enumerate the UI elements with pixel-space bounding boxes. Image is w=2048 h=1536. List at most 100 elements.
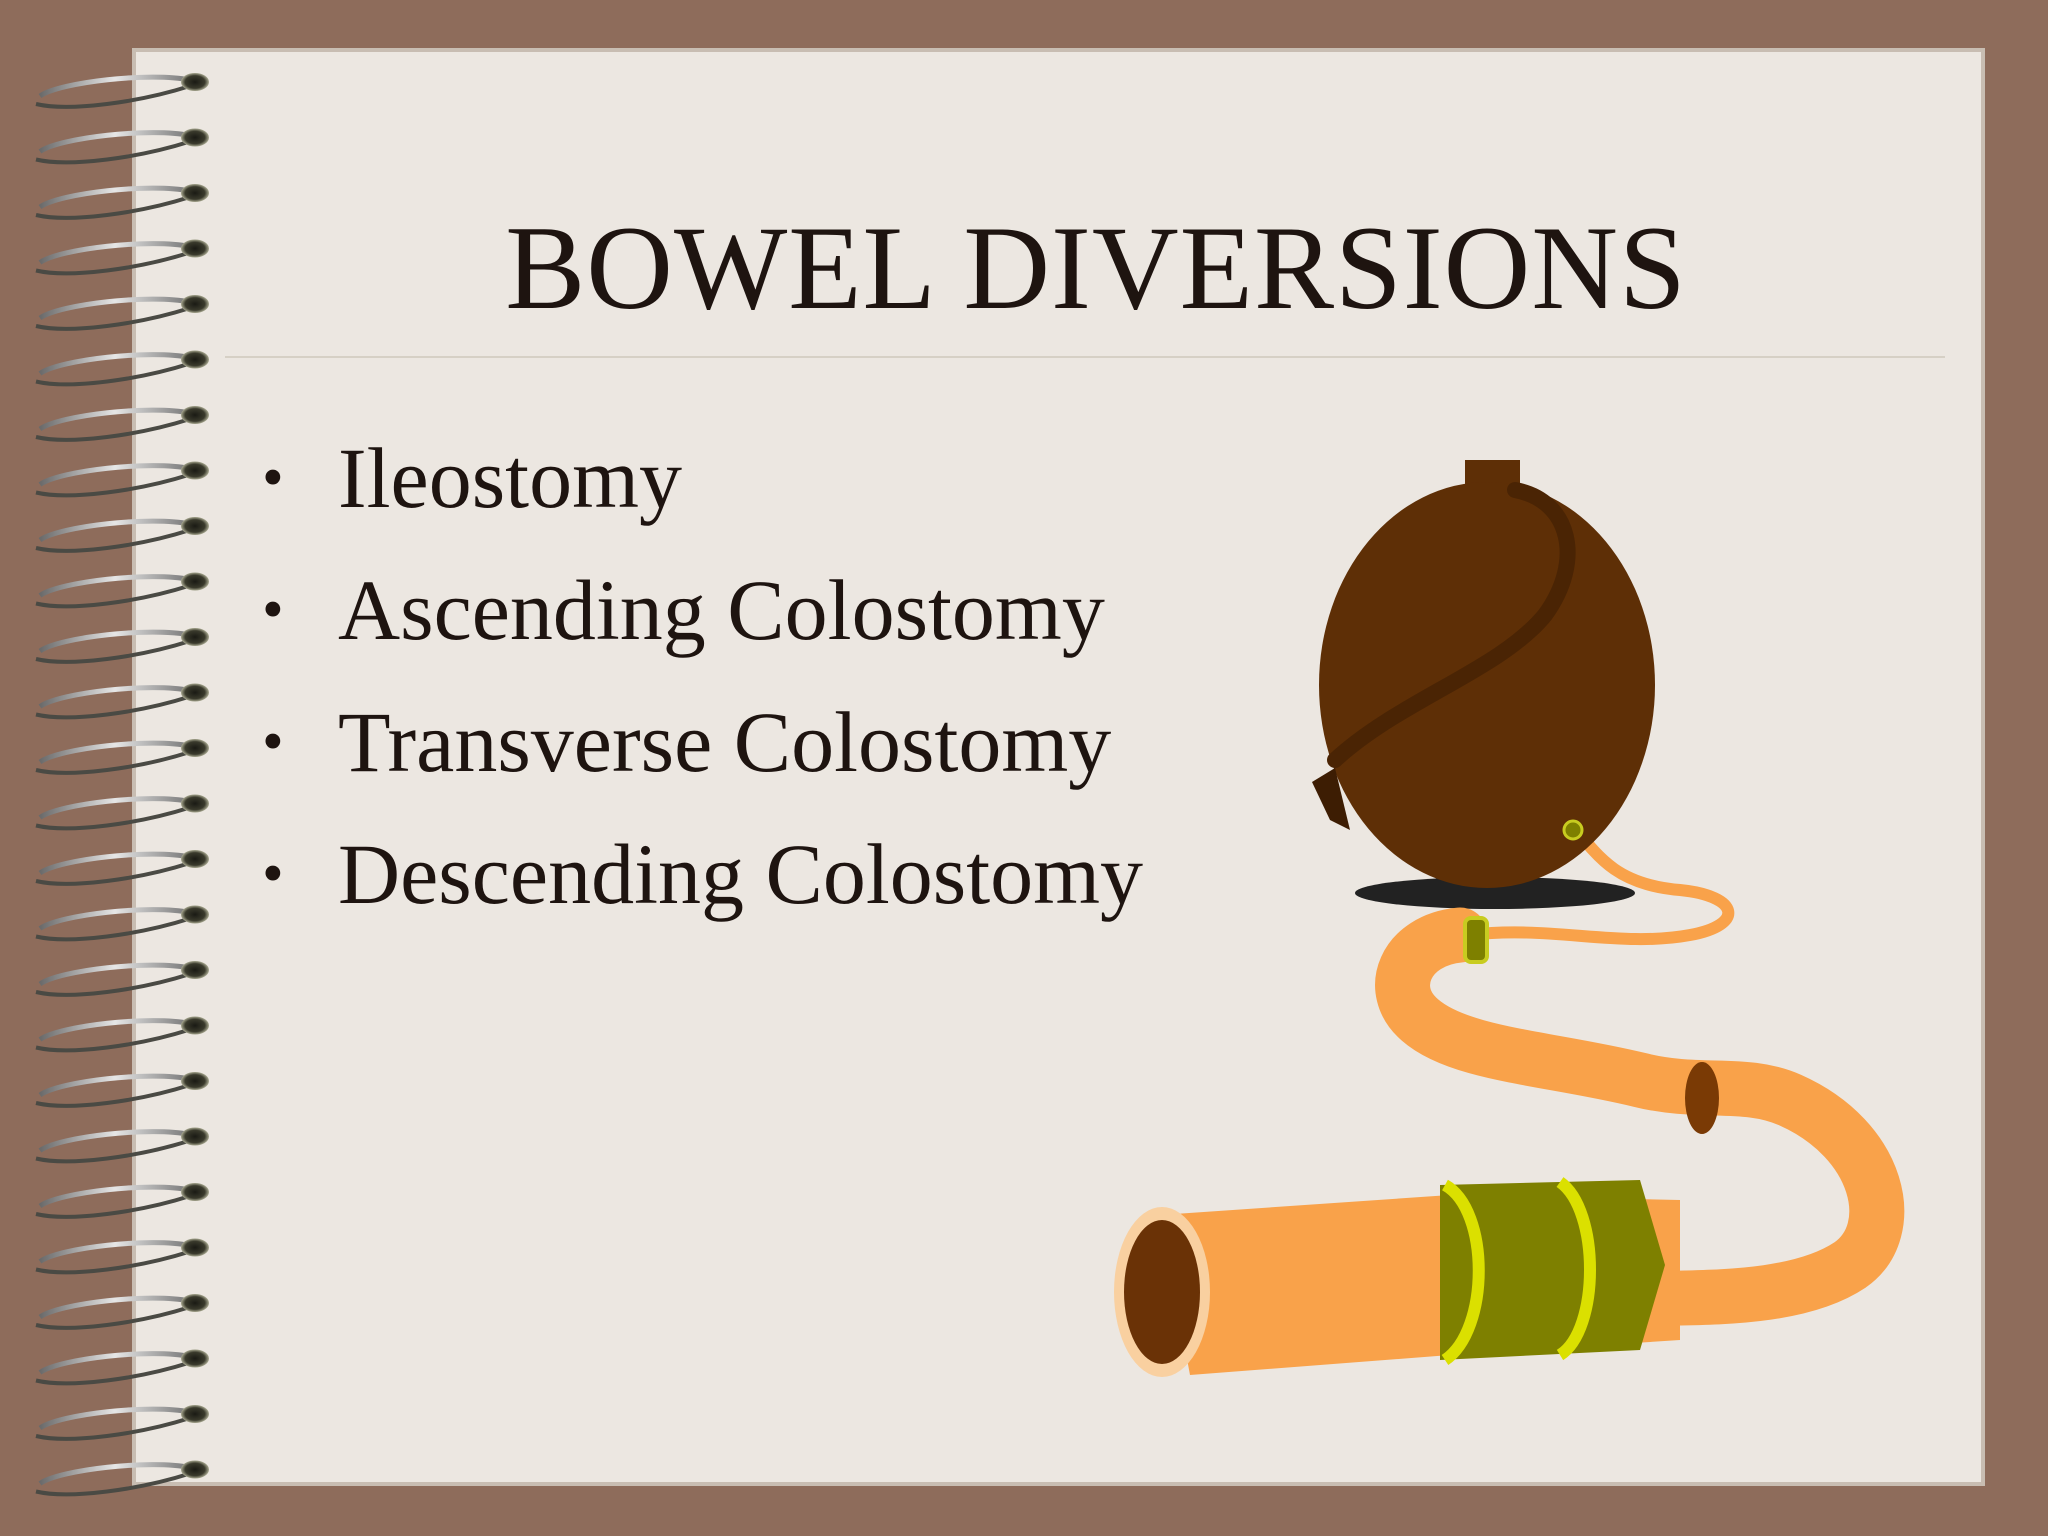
spiral-wire-back	[35, 1194, 191, 1219]
spiral-wire	[38, 74, 191, 99]
pouch-body	[1319, 482, 1655, 888]
list-item: • Ileostomy	[258, 412, 1143, 544]
spiral-wire-back	[35, 694, 191, 720]
spiral-wire	[38, 796, 191, 820]
spiral-wire-back	[35, 306, 191, 331]
bullet-list: • Ileostomy • Ascending Colostomy • Tran…	[258, 412, 1143, 940]
bullet-text: Ascending Colostomy	[338, 562, 1105, 658]
spiral-wire-back	[35, 1027, 191, 1053]
tube-ring	[1685, 1062, 1719, 1134]
tube-opening	[1124, 1220, 1200, 1364]
binding-hole	[181, 572, 209, 591]
binding-hole	[181, 73, 209, 91]
main-tube	[1375, 907, 1905, 1328]
binding-hole	[181, 1294, 209, 1312]
list-item: • Descending Colostomy	[258, 808, 1143, 940]
spiral-binding-icon	[35, 73, 209, 1497]
binding-hole	[181, 350, 209, 369]
spiral-wire-back	[35, 417, 191, 442]
bullet-icon: •	[262, 840, 284, 908]
spiral-wire-back	[35, 139, 191, 165]
spiral-wire-back	[35, 472, 191, 498]
spiral-wire-back	[35, 1360, 191, 1386]
spiral-wire	[38, 1406, 191, 1431]
binding-hole	[181, 628, 209, 646]
binding-hole	[181, 905, 209, 924]
spiral-wire	[38, 1184, 191, 1209]
pouch-shadow	[1355, 877, 1635, 909]
binding-hole	[181, 1183, 209, 1201]
pouch-flap	[1312, 768, 1350, 830]
spiral-wire	[38, 962, 191, 987]
spiral-wire	[38, 574, 191, 598]
ostomy-pouch-illustration	[1114, 460, 1905, 1377]
spiral-wire-back	[35, 361, 191, 387]
spiral-wire	[38, 241, 191, 265]
spiral-wire	[38, 1462, 191, 1486]
spiral-wire	[38, 907, 191, 931]
spiral-wire-back	[35, 750, 191, 775]
slide-title: BOWEL DIVERSIONS	[505, 201, 1687, 334]
spiral-wire	[38, 296, 191, 321]
spiral-wire-back	[35, 1416, 191, 1441]
bullet-text: Transverse Colostomy	[338, 694, 1112, 790]
binding-hole	[181, 1016, 209, 1035]
green-band	[1440, 1180, 1665, 1360]
spiral-wire	[38, 685, 191, 709]
spiral-wire-back	[35, 639, 191, 664]
spiral-wire-back	[35, 1305, 191, 1330]
spiral-wire-back	[35, 583, 191, 609]
spiral-wire	[38, 851, 191, 876]
spiral-wire-back	[35, 972, 191, 997]
binding-hole	[181, 517, 209, 535]
spiral-wire-back	[35, 861, 191, 886]
small-tube	[1464, 822, 1735, 946]
bullet-icon: •	[262, 576, 284, 644]
spiral-wire	[38, 518, 191, 543]
bullet-text: Descending Colostomy	[338, 826, 1143, 922]
binding-hole	[181, 239, 209, 258]
band-highlight-middle	[1556, 1177, 1596, 1361]
spiral-wire-back	[35, 1471, 191, 1497]
binding-hole	[181, 295, 209, 313]
spiral-wire	[38, 1240, 191, 1264]
spiral-wire-back	[35, 195, 191, 220]
spiral-wire-back	[35, 84, 191, 109]
binding-hole	[181, 184, 209, 202]
binding-hole	[181, 128, 209, 147]
spiral-wire-back	[35, 1083, 191, 1108]
spiral-wire-back	[35, 805, 191, 831]
spiral-wire	[38, 130, 191, 154]
spiral-wire	[38, 1129, 191, 1153]
spiral-wire	[38, 1073, 191, 1098]
spiral-wire	[38, 1295, 191, 1320]
binding-hole	[181, 1072, 209, 1090]
list-item: • Transverse Colostomy	[258, 676, 1143, 808]
binding-hole	[181, 1405, 209, 1423]
binding-hole	[181, 406, 209, 424]
spiral-wire-back	[35, 250, 191, 276]
spiral-wire-back	[35, 1138, 191, 1164]
spiral-wire	[38, 1351, 191, 1375]
bullet-icon: •	[262, 708, 284, 776]
spiral-wire	[38, 185, 191, 210]
spiral-wire	[38, 407, 191, 432]
spiral-wire	[38, 629, 191, 654]
spiral-wire-back	[35, 916, 191, 942]
tube-band-small	[1463, 916, 1489, 964]
binding-hole	[181, 1349, 209, 1368]
band-highlight-left	[1441, 1179, 1485, 1365]
spiral-wire-back	[35, 1249, 191, 1275]
spiral-wire	[38, 1018, 191, 1042]
spiral-wire-back	[35, 528, 191, 553]
binding-hole	[181, 1127, 209, 1146]
spiral-wire	[38, 740, 191, 765]
pouch-valve	[1562, 819, 1584, 841]
pouch-strap	[1327, 482, 1576, 768]
spiral-wire	[38, 463, 191, 487]
binding-hole	[181, 794, 209, 813]
binding-hole	[181, 461, 209, 480]
binding-hole	[181, 683, 209, 702]
bullet-icon: •	[262, 444, 284, 512]
